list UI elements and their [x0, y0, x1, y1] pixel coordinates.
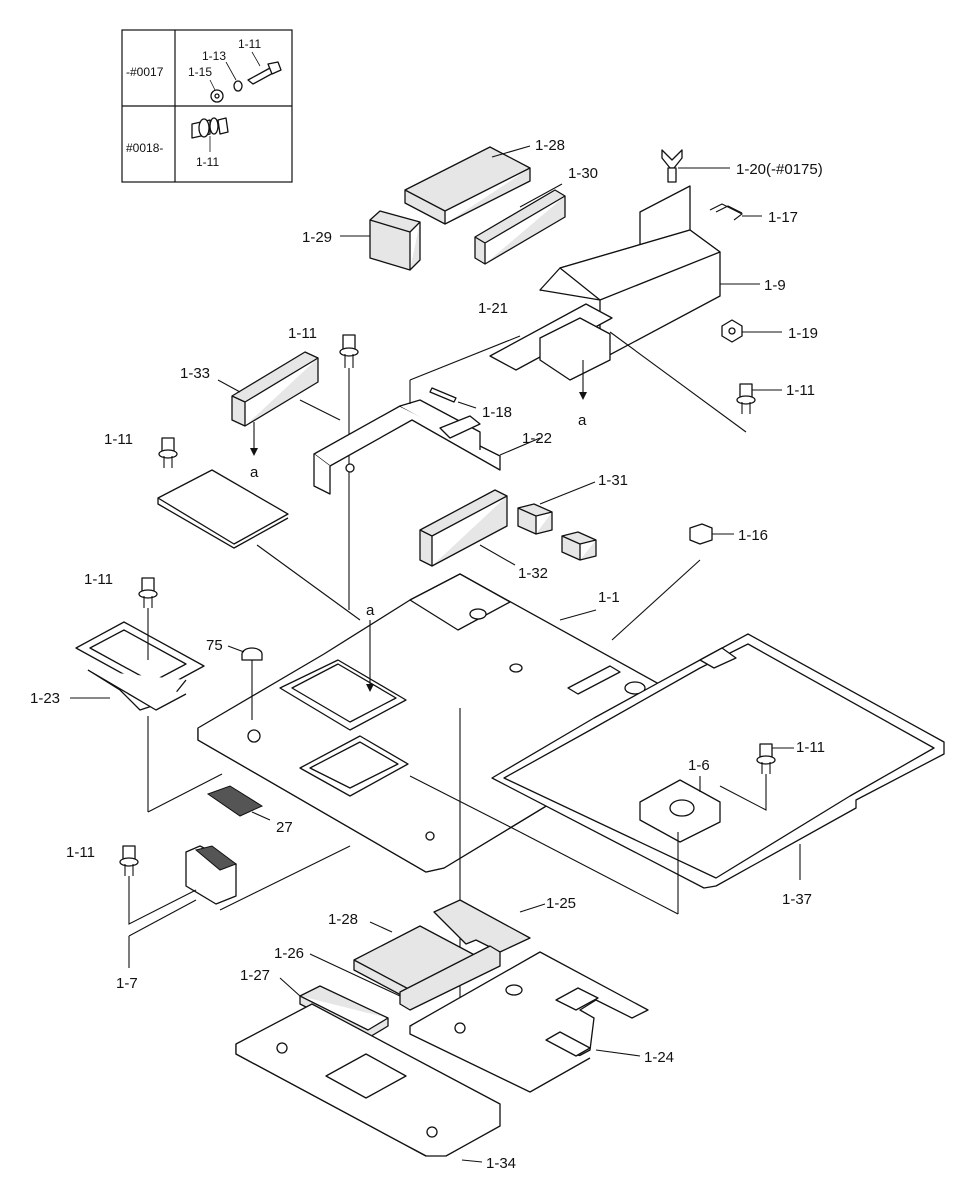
- wing-bolt-1-20: [661, 149, 730, 183]
- legend-label-1-11-b: 1-11: [196, 155, 219, 169]
- legend-serial-row2: #0018-: [126, 141, 163, 155]
- cover-plate-left: [157, 469, 289, 549]
- label-1-28-bottom: 1-28: [328, 911, 358, 928]
- panel-1-37: [491, 633, 945, 889]
- label-1-24: 1-24: [644, 1049, 674, 1066]
- label-1-34: 1-34: [486, 1155, 516, 1172]
- label-1-7: 1-7: [116, 975, 138, 992]
- pad-1-32: [419, 489, 508, 567]
- pin-1-18: [429, 387, 457, 403]
- clip-1-17: [709, 203, 744, 221]
- label-1-9: 1-9: [764, 277, 786, 294]
- legend-label-1-13: 1-13: [202, 49, 226, 63]
- bolt-1-11-left: [158, 437, 178, 468]
- label-1-19: 1-19: [788, 325, 818, 342]
- label-1-1: 1-1: [598, 589, 620, 606]
- label-1-28-top: 1-28: [535, 137, 565, 154]
- part-27: [206, 785, 264, 817]
- ref-a-1: a: [578, 412, 587, 429]
- legend-label-1-11: 1-11: [238, 37, 261, 51]
- label-1-11-d: 1-11: [84, 571, 113, 588]
- label-1-33: 1-33: [180, 365, 210, 382]
- bracket-1-23: [70, 621, 205, 711]
- plate-1-34: [235, 1003, 501, 1163]
- pad-1-26: [399, 945, 501, 1011]
- legend-serial-row1: -#0017: [126, 65, 164, 79]
- serial-legend: -#0017 #0018- 1-13 1-11 1-15 1-11: [121, 29, 293, 183]
- label-1-21: 1-21: [478, 300, 508, 317]
- label-27: 27: [276, 819, 293, 836]
- pad-1-33: [231, 351, 319, 427]
- bolt-1-11-right-lower: [756, 743, 794, 774]
- bolt-washer-icon: [209, 51, 282, 103]
- nut-1-19: [721, 319, 782, 343]
- label-1-22: 1-22: [522, 430, 552, 447]
- label-1-11-e: 1-11: [796, 739, 825, 756]
- pad-1-30: [474, 189, 566, 265]
- pad-1-28-top: [404, 146, 531, 225]
- bracket-1-9: [489, 185, 760, 381]
- ref-a-2: a: [250, 464, 259, 481]
- label-1-18: 1-18: [482, 404, 512, 421]
- label-75: 75: [206, 637, 223, 654]
- label-1-23: 1-23: [30, 690, 60, 707]
- ref-a-3: a: [366, 602, 375, 619]
- label-1-17: 1-17: [768, 209, 798, 226]
- part-1-7: [185, 845, 238, 905]
- label-1-25: 1-25: [546, 895, 576, 912]
- label-1-6: 1-6: [688, 757, 710, 774]
- label-1-27: 1-27: [240, 967, 270, 984]
- label-1-29: 1-29: [302, 229, 332, 246]
- bolt-1-11-right: [736, 383, 782, 414]
- label-1-30: 1-30: [568, 165, 598, 182]
- label-1-31: 1-31: [598, 472, 628, 489]
- bracket-1-22: [313, 399, 541, 495]
- label-1-11-c: 1-11: [104, 431, 133, 448]
- legend-label-1-15: 1-15: [188, 65, 212, 79]
- label-1-11-b: 1-11: [786, 382, 815, 399]
- label-1-37: 1-37: [782, 891, 812, 908]
- bolt-1-11-center: [339, 334, 359, 368]
- pad-1-29: [369, 210, 421, 271]
- label-1-11-a: 1-11: [288, 325, 317, 342]
- pad-1-31-b: [561, 531, 597, 561]
- label-1-26: 1-26: [274, 945, 304, 962]
- label-1-32: 1-32: [518, 565, 548, 582]
- nut-1-16: [689, 523, 734, 545]
- label-1-16: 1-16: [738, 527, 768, 544]
- plate-1-24: [409, 951, 649, 1093]
- button-75: [227, 645, 263, 720]
- label-1-11-f: 1-11: [66, 844, 95, 861]
- label-1-20: 1-20(-#0175): [736, 161, 823, 178]
- bolt-1-11-lower-left: [119, 845, 139, 876]
- pad-1-31-a: [517, 503, 553, 535]
- bolt-assembly-icon: [191, 117, 229, 152]
- bolt-1-11-mid-left: [138, 577, 158, 660]
